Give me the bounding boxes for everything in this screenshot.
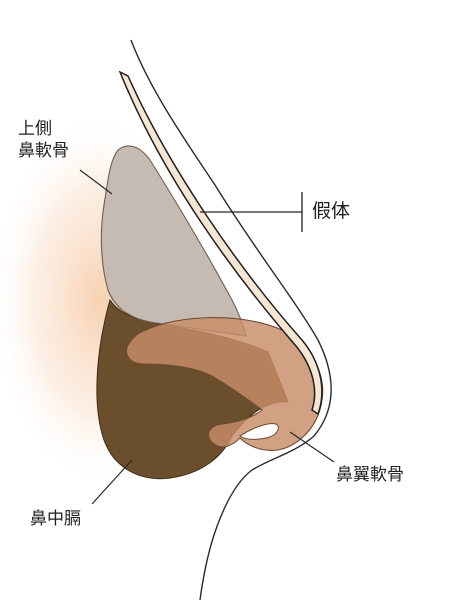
implant-shape xyxy=(118,70,323,416)
label-upper-lateral-line2: 鼻軟骨 xyxy=(18,141,69,161)
leader-alar xyxy=(289,431,335,463)
face-profile-line xyxy=(130,39,332,600)
leader-septum xyxy=(91,459,133,505)
label-implant: 假体 xyxy=(312,200,351,222)
leader-upper-lateral xyxy=(79,169,113,195)
label-upper-lateral-cartilage: 上側 鼻軟骨 xyxy=(18,118,69,162)
label-upper-lateral-line1: 上側 xyxy=(18,119,52,139)
label-septum: 鼻中膈 xyxy=(30,509,81,529)
label-alar-cartilage: 鼻翼軟骨 xyxy=(336,465,404,485)
nostril-shape xyxy=(239,423,279,440)
